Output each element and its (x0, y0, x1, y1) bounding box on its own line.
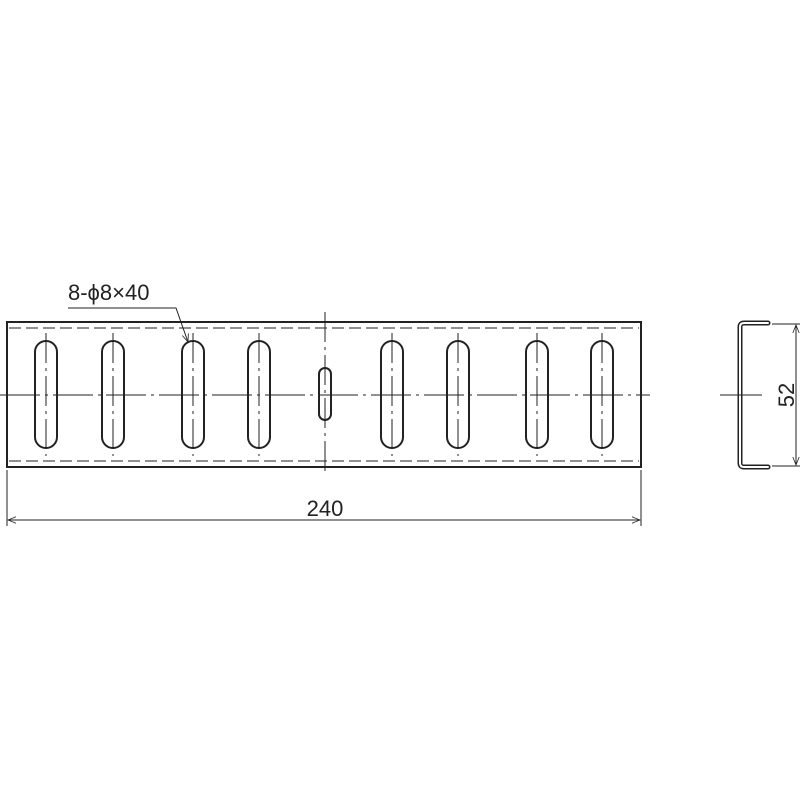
length-dimension-text: 240 (307, 496, 344, 521)
slots (34, 333, 614, 456)
center-slot (318, 367, 332, 421)
slot-callout: 8-ϕ8×40 (68, 280, 188, 342)
length-dimension (6, 470, 642, 526)
height-dimension-text: 52 (774, 383, 799, 407)
side-view (720, 320, 800, 470)
leader-line (68, 307, 188, 342)
slot-callout-text: 8-ϕ8×40 (68, 280, 149, 305)
front-view (0, 312, 650, 476)
